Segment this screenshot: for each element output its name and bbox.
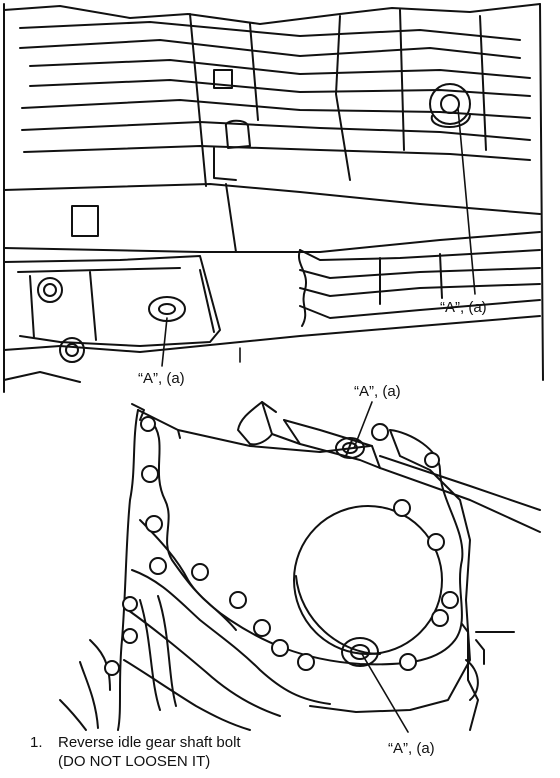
callout-lower-top: “A”, (a) <box>354 383 401 400</box>
callout-upper-left: “A”, (a) <box>138 370 185 387</box>
lower-view <box>59 401 541 733</box>
legend-text-1: Reverse idle gear shaft bolt <box>58 734 241 751</box>
callout-upper-right: “A”, (a) <box>440 299 487 316</box>
legend: 1. Reverse idle gear shaft bolt (DO NOT L… <box>30 733 241 771</box>
legend-line-2: (DO NOT LOOSEN IT) <box>58 753 211 770</box>
upper-view <box>3 3 544 393</box>
legend-number: 1. <box>30 734 43 751</box>
legend-line-1: 1. Reverse idle gear shaft bolt <box>30 733 241 752</box>
callout-lower-bottom: “A”, (a) <box>388 740 435 757</box>
